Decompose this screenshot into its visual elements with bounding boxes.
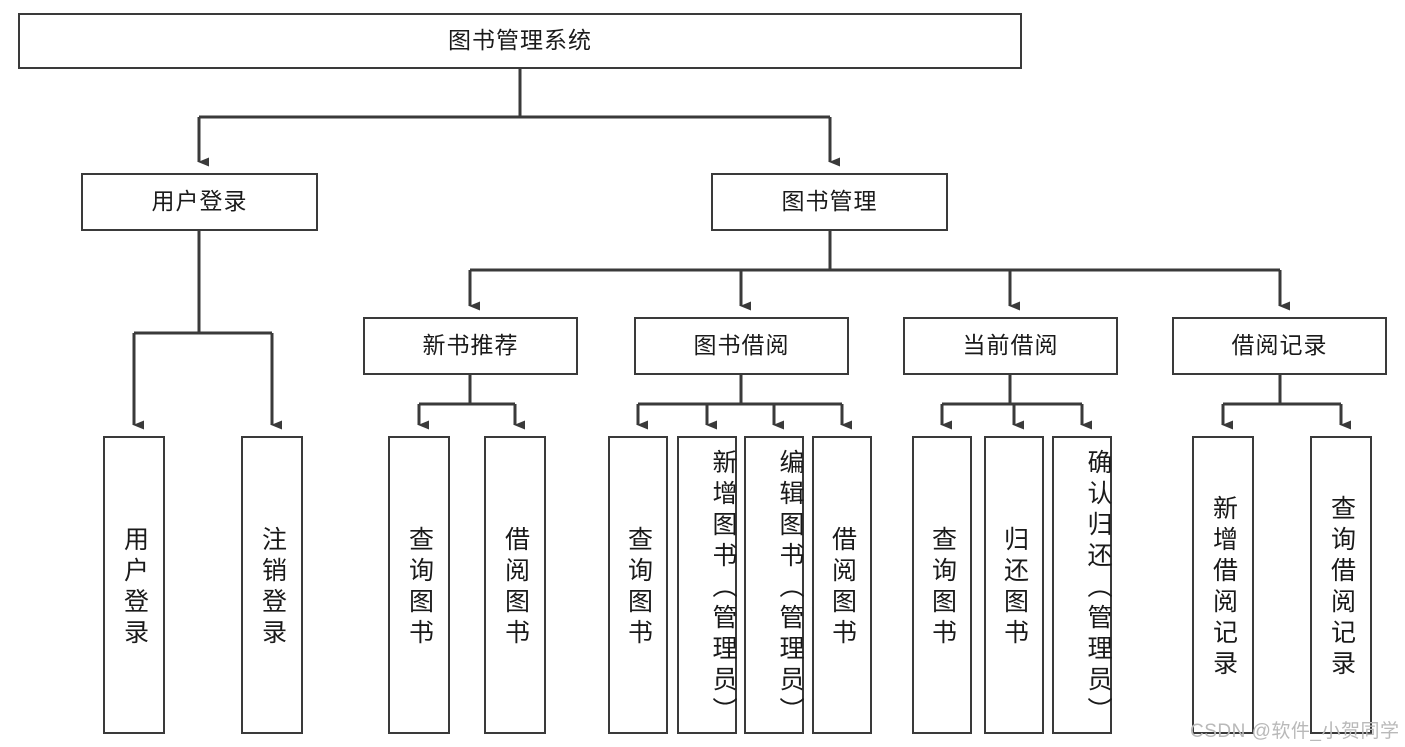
leaf-confirm-return-admin[interactable]: 确认归还（管理员）	[1052, 436, 1112, 734]
leaf-query-book-recommend[interactable]: 查询图书	[388, 436, 450, 734]
leaf-return-book[interactable]: 归还图书	[984, 436, 1044, 734]
node-root-system[interactable]: 图书管理系统	[18, 13, 1022, 69]
leaf-query-borrow-record[interactable]: 查询借阅记录	[1310, 436, 1372, 734]
node-borrow-record[interactable]: 借阅记录	[1172, 317, 1387, 375]
node-current-borrow[interactable]: 当前借阅	[903, 317, 1118, 375]
leaf-user-login[interactable]: 用户登录	[103, 436, 165, 734]
node-book-borrow[interactable]: 图书借阅	[634, 317, 849, 375]
csdn-watermark: CSDN @软件_小贺同学	[1190, 721, 1400, 742]
leaf-add-borrow-record[interactable]: 新增借阅记录	[1192, 436, 1254, 734]
node-new-book-recommend[interactable]: 新书推荐	[363, 317, 578, 375]
leaf-query-book-borrow[interactable]: 查询图书	[608, 436, 668, 734]
leaf-query-book-current[interactable]: 查询图书	[912, 436, 972, 734]
leaf-add-book-admin[interactable]: 新增图书（管理员）	[677, 436, 737, 734]
node-user-login[interactable]: 用户登录	[81, 173, 318, 231]
leaf-edit-book-admin[interactable]: 编辑图书（管理员）	[744, 436, 804, 734]
leaf-logout[interactable]: 注销登录	[241, 436, 303, 734]
leaf-borrow-book-recommend[interactable]: 借阅图书	[484, 436, 546, 734]
leaf-borrow-book[interactable]: 借阅图书	[812, 436, 872, 734]
node-book-manage[interactable]: 图书管理	[711, 173, 948, 231]
